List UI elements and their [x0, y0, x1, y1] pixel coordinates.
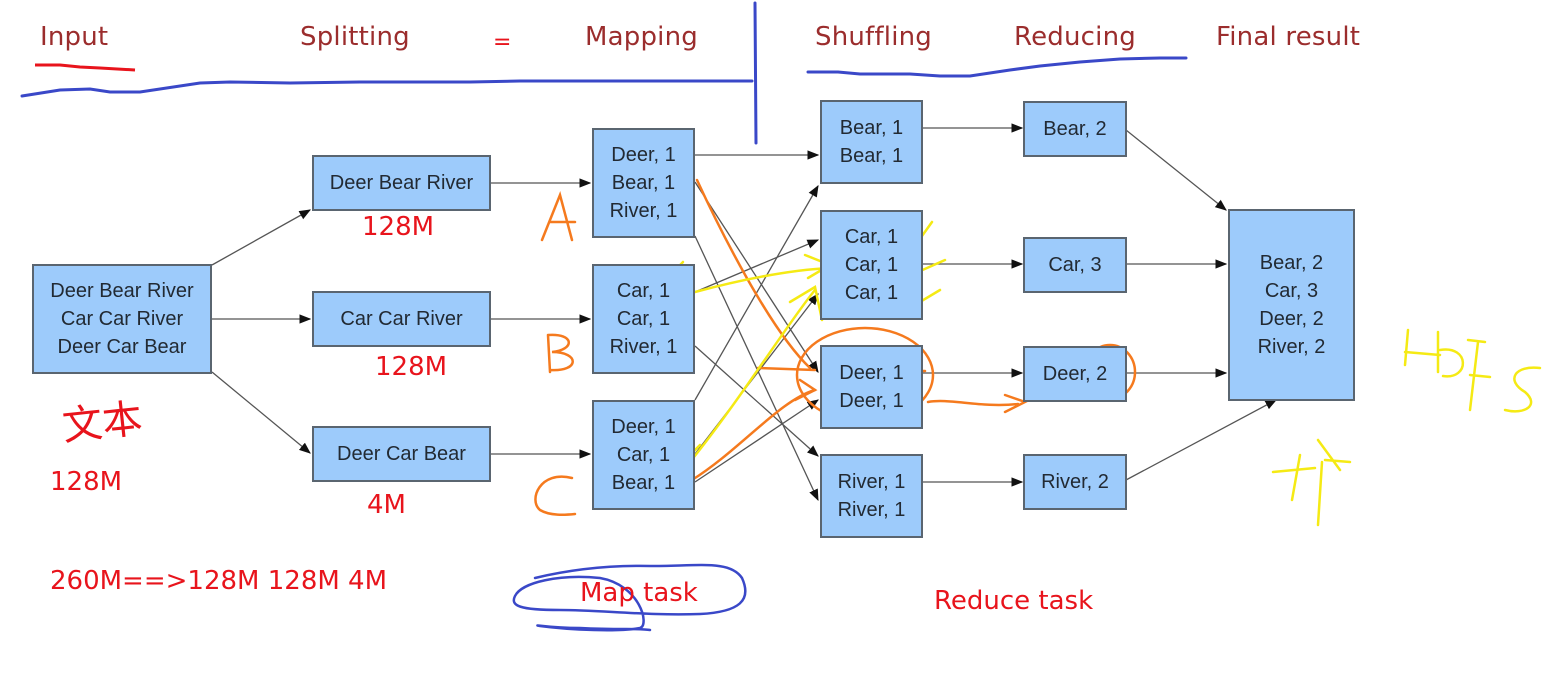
reduce-text: Car, 3 — [1048, 254, 1102, 276]
arrow-map1-river — [694, 235, 819, 502]
final-line: Car, 3 — [1264, 280, 1319, 302]
annotation-input-size: 128M — [50, 467, 123, 497]
blue-underline-left — [20, 79, 754, 98]
map-line: Car, 1 — [616, 444, 671, 466]
yellow-hdfs-h — [1403, 328, 1442, 374]
split-text: Deer Car Bear — [337, 443, 466, 465]
red-underline-input — [35, 63, 136, 72]
shuffle-box-river: River, 1 River, 1 — [820, 454, 923, 538]
orange-arrow-deer-a — [695, 178, 812, 370]
yellow-hdfs-d — [1438, 348, 1465, 378]
shuffle-box-bear: Bear, 1 Bear, 1 — [820, 100, 923, 184]
map-line: Deer, 1 — [611, 416, 676, 438]
reduce-text: Deer, 2 — [1042, 363, 1108, 385]
arrow-reduce-final-river — [1125, 399, 1278, 481]
map-box-a: Deer, 1 Bear, 1 River, 1 — [592, 128, 695, 238]
split-box-1: Deer Bear River — [312, 155, 491, 211]
orange-arrow-deer-reduce — [926, 393, 1029, 414]
input-line: Deer Car Bear — [57, 336, 187, 358]
final-result-box: Bear, 2 Car, 3 Deer, 2 River, 2 — [1228, 209, 1355, 401]
split-size-3: 4M — [367, 490, 406, 520]
header-splitting: Splitting — [300, 22, 410, 52]
input-line: Deer Bear River — [50, 280, 194, 302]
map-line: Bear, 1 — [611, 472, 676, 494]
split-size-2: 128M — [375, 352, 448, 382]
blue-underline-right — [806, 56, 1188, 78]
reduce-box-bear: Bear, 2 — [1023, 101, 1127, 157]
map-line: River, 1 — [609, 200, 678, 222]
shuffle-line: Deer, 1 — [839, 362, 904, 384]
header-mapping: Mapping — [585, 22, 698, 52]
annotation-chinese-text: 文本 — [60, 395, 145, 451]
yellow-hdfs-f — [1466, 338, 1492, 412]
map-line: Car, 1 — [616, 308, 671, 330]
arrow-input-split1 — [211, 209, 312, 266]
shuffle-box-car: Car, 1 Car, 1 Car, 1 — [820, 210, 923, 320]
map-line: Bear, 1 — [611, 172, 676, 194]
shuffle-line: Car, 1 — [844, 226, 899, 248]
yellow-hdfs-s — [1503, 366, 1542, 413]
reduce-box-river: River, 2 — [1023, 454, 1127, 510]
header-final-result: Final result — [1216, 22, 1361, 52]
map-line: Deer, 1 — [611, 144, 676, 166]
map-task-circle — [512, 563, 747, 632]
map-line: Car, 1 — [616, 280, 671, 302]
split-box-3: Deer Car Bear — [312, 426, 491, 482]
arrow-reduce-final-bear — [1125, 129, 1227, 211]
header-input: Input — [40, 22, 109, 52]
shuffle-line: Car, 1 — [844, 254, 899, 276]
reduce-box-deer: Deer, 2 — [1023, 346, 1127, 402]
shuffle-box-deer: Deer, 1 Deer, 1 — [820, 345, 923, 429]
header-shuffling: Shuffling — [815, 22, 932, 52]
arrow-map2-car — [694, 239, 820, 293]
header-reducing: Reducing — [1014, 22, 1136, 52]
split-text: Deer Bear River — [329, 172, 474, 194]
reduce-text: Bear, 2 — [1043, 118, 1107, 140]
split-text: Car Car River — [340, 308, 463, 330]
final-line: River, 2 — [1257, 336, 1326, 358]
shuffle-line: Car, 1 — [844, 282, 899, 304]
map-box-b: Car, 1 Car, 1 River, 1 — [592, 264, 695, 374]
shuffle-line: Bear, 1 — [839, 117, 904, 139]
map-box-c: Deer, 1 Car, 1 Bear, 1 — [592, 400, 695, 510]
arrow-input-split3 — [211, 371, 311, 454]
blue-divider — [753, 1, 758, 145]
yellow-arrow-c — [688, 285, 824, 464]
annotation-map-task: Map task — [580, 578, 698, 608]
shuffle-line: River, 1 — [837, 471, 906, 493]
input-box: Deer Bear River Car Car River Deer Car B… — [32, 264, 212, 374]
yellow-write-char — [1271, 438, 1352, 527]
arrow-map3-deer — [694, 399, 819, 483]
shuffle-line: Deer, 1 — [839, 390, 904, 412]
map-line: River, 1 — [609, 336, 678, 358]
split-size-1: 128M — [362, 212, 435, 242]
header-equals: = — [493, 30, 512, 55]
final-line: Deer, 2 — [1259, 308, 1324, 330]
shuffle-line: River, 1 — [837, 499, 906, 521]
reduce-box-car: Car, 3 — [1023, 237, 1127, 293]
reduce-text: River, 2 — [1041, 471, 1109, 493]
orange-arrow-mark — [756, 366, 818, 402]
orange-letter-c — [534, 475, 577, 517]
annotation-split-summary: 260M==>128M 128M 4M — [50, 566, 388, 596]
orange-letter-b — [546, 333, 574, 374]
split-box-2: Car Car River — [312, 291, 491, 347]
input-line: Car Car River — [60, 308, 184, 330]
shuffle-line: Bear, 1 — [839, 145, 904, 167]
final-line: Bear, 2 — [1259, 252, 1324, 274]
orange-letter-a — [540, 191, 577, 242]
annotation-reduce-task: Reduce task — [934, 586, 1094, 616]
